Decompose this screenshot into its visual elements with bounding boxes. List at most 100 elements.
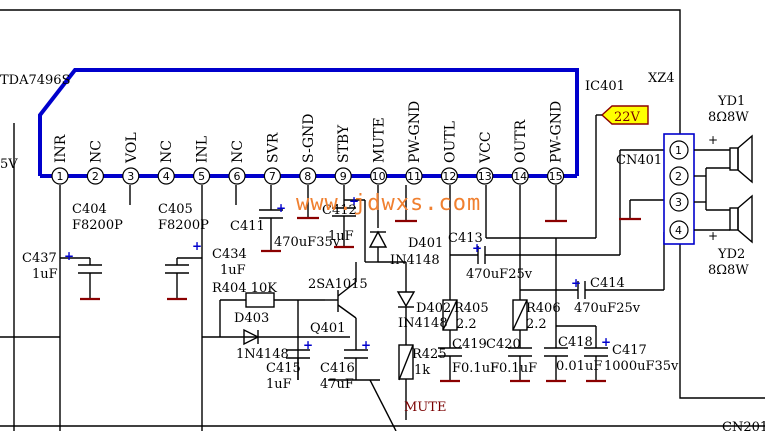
c416-ref: C416: [320, 361, 355, 376]
ic-pin-2-circle: [86, 167, 105, 185]
ic-pin-12-circle: [440, 167, 458, 185]
ic-pin-4-number: 4: [163, 170, 170, 183]
mute-net-label: MUTE: [404, 400, 446, 415]
yd1-plus: +: [708, 133, 718, 147]
c415-plus: +: [303, 338, 313, 352]
ic-pin-13-name: VCC: [478, 131, 494, 164]
c417-value: 1000uF35v: [604, 359, 679, 374]
ic-pin-10-number: 10: [372, 170, 386, 183]
d401-ref: D401: [408, 236, 443, 251]
ic-pin-3-name: VOL: [124, 132, 140, 164]
cn401-pin-1: 1: [675, 144, 682, 157]
c434-ref: C434: [212, 247, 247, 262]
ic-pin-15-number: 15: [549, 170, 563, 183]
ic-pin-5-number: 5: [198, 170, 205, 183]
d402-part: IN4148: [398, 316, 448, 331]
supply-tag: [596, 105, 649, 125]
watermark: www.jdwxs.com: [296, 191, 481, 216]
c412-value: 1uF: [328, 229, 354, 244]
ic-name: IC401: [585, 79, 625, 94]
left-edge-label: 5V: [0, 157, 18, 172]
yd1-name: YD1: [717, 94, 745, 109]
ic-pin-4-circle: [157, 167, 175, 185]
c411-value: 470uF35v: [274, 235, 341, 250]
r404-label: R404 10K: [212, 281, 277, 296]
c434-value: 1uF: [220, 263, 246, 278]
supply-tag-label: 22V: [614, 110, 641, 125]
ic-pin-4-name: NC: [159, 140, 175, 163]
svr-network: [259, 185, 366, 262]
yd2-plus: +: [708, 229, 718, 243]
c437-plus: +: [64, 249, 74, 263]
input-network: [0, 185, 350, 431]
speaker-yd1: [729, 134, 753, 184]
ic-pin-8-name: S-GND: [301, 114, 317, 164]
c420-ref: C420: [486, 337, 521, 352]
q401-ref: Q401: [310, 321, 345, 336]
cn401-label: CN401: [616, 153, 662, 168]
cn401-pin-3: 3: [675, 196, 682, 209]
c415-value: 1uF: [266, 377, 292, 392]
ic-pin-10-circle: [370, 167, 388, 185]
mute-network: [365, 185, 417, 420]
ic-pin-3-number: 3: [127, 170, 134, 183]
q401-part: 2SA1015: [308, 277, 368, 292]
ic-pin-11-circle: [405, 167, 423, 185]
c414-value: 470uF25v: [574, 301, 641, 316]
c412-ref: C412: [322, 203, 357, 218]
c405-ref: C405: [158, 202, 193, 217]
xz4-label: XZ4: [648, 71, 675, 86]
r405-value: 2.2: [456, 317, 477, 332]
r425-ref: R425: [412, 347, 447, 362]
ic-pins: 1INR2NC3VOL4NC5INL6NC7SVR8S-GND9STBY10MU…: [51, 101, 565, 185]
c414-plus: +: [571, 276, 581, 290]
ic-pin-14-circle: [511, 167, 529, 185]
c411-plus: +: [276, 201, 286, 215]
ic-pin-3-circle: [122, 167, 140, 185]
c418-value: 0.01uF: [556, 359, 602, 374]
r405-ref: R405: [454, 301, 489, 316]
c412-plus: +: [349, 194, 359, 208]
c413-ref: C413: [448, 231, 483, 246]
ic-pin-7-name: SVR: [265, 132, 281, 163]
c413-plus: +: [472, 241, 482, 255]
cn401-connector: [663, 133, 730, 245]
ic-pin-14-name: OUTR: [513, 119, 529, 163]
c434-plus: +: [192, 239, 202, 253]
cn201-label: CN201: [722, 420, 765, 431]
c413-value: 470uF25v: [466, 267, 533, 282]
ic-pin-5-circle: [193, 167, 211, 185]
ic-pin-11-name: PW-GND: [407, 101, 423, 163]
ic-pin-1-number: 1: [57, 170, 64, 183]
ic-pin-14-number: 14: [513, 170, 527, 183]
ic-pin-2-name: NC: [88, 140, 104, 163]
c415-ref: C415: [266, 361, 301, 376]
ic-pin-6-circle: [228, 167, 246, 185]
yd2-spec: 8Ω8W: [708, 263, 749, 278]
ic-pin-8-circle: [299, 167, 317, 185]
ic-pin-9-circle: [334, 167, 352, 185]
c414-ref: C414: [590, 276, 625, 291]
output-network: [438, 115, 665, 383]
c404-ref: C404: [72, 202, 107, 217]
r406-ref: R406: [526, 301, 561, 316]
d403-ref: D403: [234, 311, 269, 326]
c418-ref: C418: [558, 335, 593, 350]
c420-value: F0.1uF: [490, 361, 537, 376]
ic-pin-10-name: MUTE: [372, 117, 388, 163]
ic-pin-15-circle: [546, 167, 565, 185]
ic-pin-9-number: 9: [340, 170, 347, 183]
ic-pin-9-name: STBY: [336, 124, 352, 163]
c411-ref: C411: [230, 219, 265, 234]
c437-ref: C437: [22, 251, 57, 266]
yd2-name: YD2: [717, 247, 745, 262]
c419-value: F0.1uF: [452, 361, 499, 376]
c437-value: 1uF: [32, 267, 58, 282]
ic-pin-12-name: OUTL: [442, 121, 458, 163]
ic-pin-2-number: 2: [92, 170, 99, 183]
cn401-pin-4: 4: [675, 224, 682, 237]
ic-pin-11-number: 11: [407, 170, 421, 183]
ic-pin-8-number: 8: [304, 170, 311, 183]
c416-value: 47uF: [320, 377, 354, 392]
